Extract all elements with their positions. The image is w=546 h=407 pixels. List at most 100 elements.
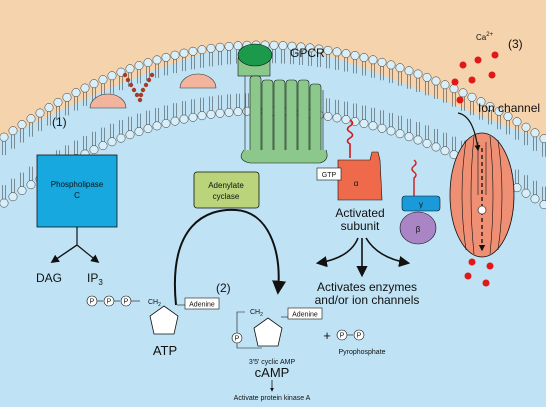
alpha-anchor [346, 119, 354, 158]
lipid-tail [353, 59, 357, 74]
lipid-head [134, 127, 144, 137]
lipid-head [449, 84, 459, 94]
lipid-head [323, 45, 333, 55]
gpcr-ligand [237, 43, 273, 67]
lipid-tail [155, 63, 159, 78]
lipid-tail [443, 132, 447, 147]
gtp-label: GTP [322, 172, 337, 179]
activate-arrow-right [365, 237, 411, 268]
activated-label: Activated [335, 206, 384, 220]
lipid-tail [353, 103, 357, 118]
lipid-head [17, 120, 27, 130]
lipid-head [530, 128, 540, 138]
lipid-raft [179, 73, 217, 89]
lipid-tail [29, 122, 33, 137]
lipid-tail [452, 136, 456, 151]
lipid-tail [38, 117, 42, 132]
pyrophosphate-structure [336, 329, 365, 341]
lipid-head [224, 41, 234, 51]
lipid-tail [110, 123, 114, 138]
lipid-tail [344, 57, 348, 72]
lipid-tail [218, 95, 222, 110]
cyclic-amp-label: 3'5' cyclic AMP [249, 359, 296, 366]
lipid-head [206, 109, 216, 119]
lipid-tail [218, 51, 222, 66]
lipid-tail [182, 57, 186, 72]
lipid-head [350, 51, 360, 60]
lipid-head [161, 118, 171, 128]
lipid-head [386, 126, 396, 136]
lipid-head [341, 49, 351, 59]
region-3-label: (3) [508, 37, 523, 51]
lipid-tail [335, 55, 339, 70]
atp-structure [86, 295, 220, 335]
lipid-head [125, 64, 135, 74]
lipid-tail [479, 105, 483, 120]
lipid-tail [497, 115, 501, 130]
atp-p3: P [124, 299, 129, 306]
lipid-head [377, 57, 387, 67]
phospholipase-c [36, 154, 118, 228]
region-2-label: (2) [216, 281, 231, 295]
lipid-tail [389, 112, 393, 127]
atp-ch2: CH2 [148, 299, 161, 308]
lipid-tail [155, 107, 159, 122]
lipid-head [467, 92, 477, 102]
membrane-band [0, 45, 546, 205]
lipid-head [80, 83, 90, 93]
lipid-head [332, 47, 342, 57]
activates-label: Activates enzymes [317, 280, 417, 294]
lipid-head [332, 113, 342, 123]
lipid-tail [416, 77, 420, 92]
gtp-box [316, 167, 342, 181]
lipid-tail [326, 54, 330, 69]
lipid-head [377, 123, 387, 133]
lipid-tail [182, 101, 186, 116]
lipid-tail [371, 63, 375, 78]
lipid-tail [20, 172, 24, 187]
lipid-head [395, 129, 405, 139]
lipid-head [89, 145, 99, 155]
lipid-tail [281, 49, 285, 64]
lipid-tail [515, 125, 519, 140]
lipid-tail [65, 101, 69, 116]
lipid-tail [164, 105, 168, 120]
lipid-head [152, 121, 162, 131]
lipid-tail [74, 96, 78, 111]
lipid-raft [89, 93, 127, 109]
lipid-tail [515, 169, 519, 184]
lipid-tail [92, 131, 96, 146]
lipid-tail [452, 92, 456, 107]
lipid-head [161, 52, 171, 62]
atp-p2: P [107, 299, 112, 306]
beta-label: β [416, 225, 421, 234]
lipid-head [152, 55, 162, 65]
lipid-head [44, 103, 54, 113]
lipid-head [278, 41, 288, 51]
ip3-label: IP3 [87, 271, 103, 287]
lipid-head [404, 66, 414, 76]
lipid-tail [191, 99, 195, 114]
lipid-head [503, 111, 513, 121]
activates-label-2: and/or ion channels [315, 293, 420, 307]
lipid-tail [362, 105, 366, 120]
lipid-head [359, 53, 369, 63]
lipid-tail [119, 120, 123, 135]
lipid-tail [371, 107, 375, 122]
phospholipase-label-c: C [74, 191, 80, 200]
lipid-tail [398, 71, 402, 86]
lipid-head [215, 42, 225, 52]
atp-label: ATP [153, 343, 177, 358]
lipid-tail [245, 93, 249, 108]
lipid-tail [56, 106, 60, 121]
g-gamma-subunit [401, 195, 441, 212]
activate-pka-label: Activate protein kinase A [234, 395, 311, 402]
lipid-tail [416, 121, 420, 136]
lipid-head [170, 116, 180, 126]
lipid-tail [119, 76, 123, 91]
lipid-head [341, 115, 351, 125]
camp-adenine: Adenine [292, 312, 318, 319]
lipid-tail [290, 50, 294, 65]
lipid-tail [128, 116, 132, 131]
lipid-head [215, 108, 225, 118]
